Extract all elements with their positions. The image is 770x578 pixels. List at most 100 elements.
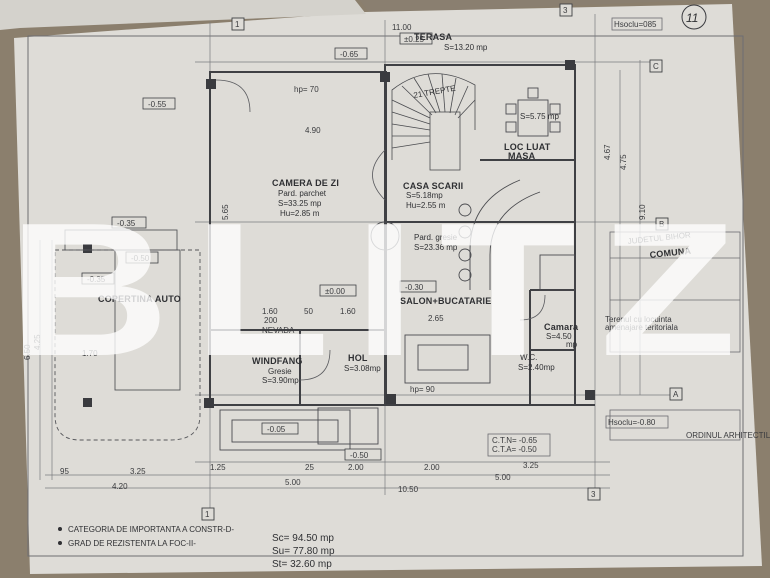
title-ordinul: ORDINUL ARHITECTILOR bbox=[686, 431, 770, 440]
windfang-label: WINDFANG bbox=[252, 356, 303, 366]
salon-bucatarie-area: S=23.36 mp bbox=[414, 243, 458, 252]
living-furniture bbox=[370, 221, 491, 384]
dining-table bbox=[505, 87, 561, 137]
watermark: BLITZ bbox=[8, 184, 760, 396]
dim-500b: 5.00 bbox=[495, 473, 511, 482]
page-number: 11 bbox=[686, 11, 698, 25]
title-block-frame bbox=[487, 17, 741, 457]
level-6: -0.50 bbox=[131, 254, 150, 263]
level-4: -0.35 bbox=[117, 219, 136, 228]
hol-label: HOL bbox=[348, 353, 368, 363]
casa-scarii-label: CASA SCARII bbox=[403, 181, 463, 191]
dim-1100: 11.00 bbox=[392, 23, 412, 32]
bullet-1 bbox=[58, 527, 62, 531]
dim-50: 50 bbox=[304, 307, 313, 316]
loc-luat-masa-label-2: MASA bbox=[508, 151, 536, 161]
columns bbox=[83, 60, 595, 408]
carport-outline bbox=[54, 229, 201, 441]
level-7: ±0.00 bbox=[325, 287, 346, 296]
level-5: -0.35 bbox=[87, 275, 106, 284]
top-left-paper bbox=[0, 0, 366, 30]
dim-325b: 3.25 bbox=[523, 461, 539, 470]
terasa-label: TERASA bbox=[414, 32, 453, 42]
windfang-floor: Gresie bbox=[268, 367, 292, 376]
salon-bucatarie-label: SALON+BUCATARIE bbox=[400, 296, 491, 306]
dim-160a: 1.60 bbox=[262, 307, 278, 316]
copertina-auto-label: COPERTINA AUTO bbox=[98, 294, 181, 304]
title-comuna: COMUNA bbox=[649, 246, 692, 260]
dim-425: 4.25 bbox=[33, 334, 42, 350]
grid-lines bbox=[39, 14, 680, 515]
note-grad: GRAD DE REZISTENTA LA FOC-II- bbox=[68, 539, 196, 548]
title-line1: Terenul cu locuinta bbox=[605, 315, 672, 324]
camera-de-zi-label: CAMERA DE ZI bbox=[272, 178, 339, 188]
camara-unit: mp bbox=[566, 340, 578, 349]
dim-910: 9.10 bbox=[638, 204, 647, 220]
dim-160b: 1.60 bbox=[340, 307, 356, 316]
hol-area: S=3.08mp bbox=[344, 364, 381, 373]
title-line2: amenajare teritoriala bbox=[605, 323, 678, 332]
dim-200: 200 bbox=[264, 316, 278, 325]
loc-luat-masa-area: S=5.75 mp bbox=[520, 112, 559, 121]
staircase bbox=[391, 73, 476, 171]
area-su: Su= 77.80 mp bbox=[272, 546, 335, 557]
level-3: ±0.25 bbox=[404, 35, 425, 44]
dim-325a: 3.25 bbox=[130, 467, 146, 476]
dim-265: 2.65 bbox=[428, 314, 444, 323]
axis-bubbles bbox=[201, 3, 683, 521]
wc-label: W.C. bbox=[520, 353, 537, 362]
dim-1050: 10.50 bbox=[398, 485, 419, 494]
h-soclu-bottom: Hsoclu=-0.80 bbox=[608, 418, 656, 427]
salon-bucatarie-floor: Pard. gresie bbox=[414, 233, 458, 242]
dim-467: 4.67 bbox=[603, 144, 612, 160]
dim-500a: 5.00 bbox=[285, 478, 301, 487]
casa-scarii-height: Hu=2.55 m bbox=[406, 201, 446, 210]
bullet-2 bbox=[58, 541, 62, 545]
dim-200c: 2.00 bbox=[424, 463, 440, 472]
axis-1-top: 1 bbox=[235, 20, 240, 29]
dim-475: 4.75 bbox=[619, 154, 628, 170]
dim-565: 5.65 bbox=[221, 204, 230, 220]
camera-de-zi-area: S=33.25 mp bbox=[278, 199, 322, 208]
camera-de-zi-floor: Pard. parchet bbox=[278, 189, 327, 198]
sheet-border bbox=[27, 35, 744, 557]
casa-scarii-area: S=5.18mp bbox=[406, 191, 443, 200]
page-number-circle bbox=[681, 4, 707, 30]
title-ctn: C.T.N= -0.65 bbox=[492, 436, 538, 445]
level-8: -0.30 bbox=[405, 283, 424, 292]
area-sc: Sc= 94.50 mp bbox=[272, 533, 334, 544]
level-9: -0.05 bbox=[267, 425, 286, 434]
dim-hp90: hp= 90 bbox=[410, 385, 435, 394]
dim-170: 1.70 bbox=[82, 349, 98, 358]
axis-c: C bbox=[653, 62, 659, 71]
camara-label: Camara bbox=[544, 322, 579, 332]
dim-25: 25 bbox=[305, 463, 314, 472]
dim-125: 1.25 bbox=[210, 463, 226, 472]
camara-area: S=4.50 bbox=[546, 332, 572, 341]
axis-3-top: 3 bbox=[563, 6, 568, 15]
area-st: St= 32.60 mp bbox=[272, 559, 332, 570]
dim-95: 95 bbox=[60, 467, 69, 476]
windfang-area: S=3.90mp bbox=[262, 376, 299, 385]
terasa-area: S=13.20 mp bbox=[444, 43, 488, 52]
title-cta: C.T.A= -0.50 bbox=[492, 445, 537, 454]
note-categoria: CATEGORIA DE IMPORTANTA A CONSTR-D- bbox=[68, 525, 234, 534]
axis-a: A bbox=[673, 390, 679, 399]
level-2: -0.65 bbox=[340, 50, 359, 59]
loc-luat-masa-label: LOC LUAT bbox=[504, 142, 551, 152]
wc-area: S=2.40mp bbox=[518, 363, 555, 372]
axis-b: B bbox=[659, 220, 664, 229]
level-1: -0.55 bbox=[148, 100, 167, 109]
camera-de-zi-height: Hu=2.85 m bbox=[280, 209, 320, 218]
door-swings bbox=[215, 79, 546, 381]
entrance-steps bbox=[219, 407, 379, 451]
dim-650: 6.50 bbox=[23, 344, 32, 360]
axis-1-bottom: 1 bbox=[205, 510, 210, 519]
axis-3-bottom: 3 bbox=[591, 490, 596, 499]
dim-hp70: hp= 70 bbox=[294, 85, 319, 94]
dim-490: 4.90 bbox=[305, 126, 321, 135]
level-10: -0.50 bbox=[350, 451, 369, 460]
dim-420: 4.20 bbox=[112, 482, 128, 491]
dim-nevada: NEVADA bbox=[262, 326, 295, 335]
